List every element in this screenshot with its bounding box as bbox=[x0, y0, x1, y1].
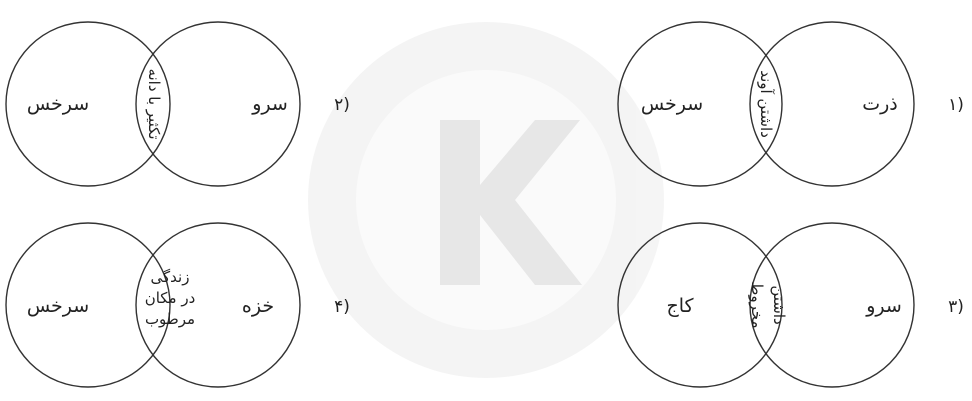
venn-diagram-2: سرخس سرو ۲) تکثیر با دانه bbox=[5, 21, 350, 187]
right-set-label: خزه bbox=[242, 295, 274, 317]
set-circle-left bbox=[617, 21, 783, 187]
left-set-label: سرخس bbox=[27, 295, 89, 317]
set-circle-right bbox=[135, 21, 301, 187]
right-set-label: ذرت bbox=[862, 93, 898, 115]
left-set-label: کاج bbox=[666, 295, 694, 317]
option-number: ۲) bbox=[334, 95, 350, 115]
left-set-label: سرخس bbox=[641, 93, 703, 115]
set-circle-left bbox=[617, 222, 783, 388]
left-set-label: سرخس bbox=[27, 93, 89, 115]
set-circle-right bbox=[749, 222, 915, 388]
right-set-label: سرو bbox=[865, 295, 902, 317]
set-circle-left bbox=[5, 222, 171, 388]
option-number: ۱) bbox=[948, 95, 964, 115]
overlap-label-line-2: در مکان bbox=[145, 289, 196, 307]
set-circle-left bbox=[5, 21, 171, 187]
overlap-label: داشتن آوند bbox=[757, 70, 775, 138]
option-number: ۳) bbox=[948, 297, 964, 317]
overlap-label-line-1: زندگی bbox=[151, 268, 190, 286]
venn-diagram-4: سرخس خزه ۴) زندگی در مکان مرطوب bbox=[5, 222, 350, 388]
set-circle-right bbox=[135, 222, 301, 388]
venn-diagram-3: کاج سرو ۳) داشتن مخروط bbox=[617, 222, 964, 388]
overlap-label-line-2: مخروط bbox=[748, 281, 766, 328]
venn-diagram-1: سرخس ذرت ۱) داشتن آوند bbox=[617, 21, 964, 187]
right-set-label: سرو bbox=[251, 93, 288, 115]
overlap-label-line-3: مرطوب bbox=[145, 310, 195, 328]
overlap-label-line-1: داشتن bbox=[770, 285, 788, 324]
overlap-label: تکثیر با دانه bbox=[145, 68, 163, 139]
set-circle-right bbox=[749, 21, 915, 187]
watermark-logo bbox=[308, 22, 664, 378]
option-number: ۴) bbox=[334, 297, 350, 317]
